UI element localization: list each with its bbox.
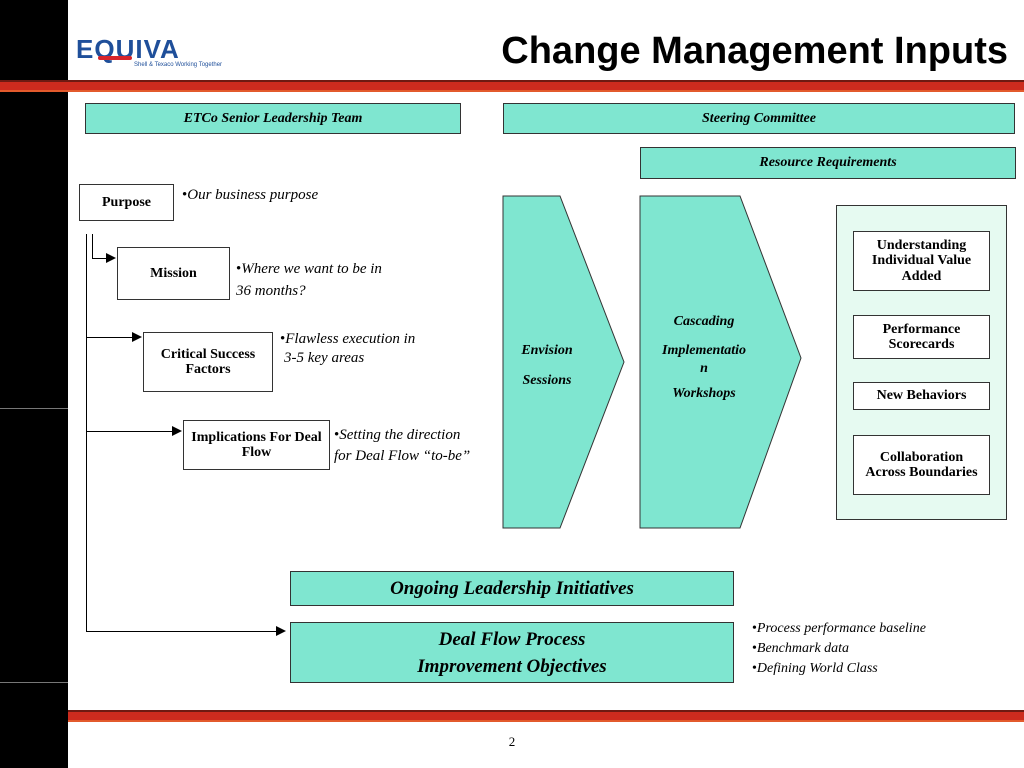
left-sidebar-bar [0,0,68,768]
deal-flow-arrowhead [276,626,286,636]
equiva-logo: EQUIVA Shell & Texaco Working Together [76,34,256,74]
process-chevrons [502,195,802,529]
ongoing-leadership-box: Ongoing Leadership Initiatives [290,571,734,606]
logo-name: EQUIVA [76,34,180,64]
outcome-new-behaviors: New Behaviors [853,382,990,410]
page-number: 2 [508,734,516,749]
mission-connector-vertical [92,234,93,258]
cascading-label: Cascading Implementatio n Workshops [662,314,746,401]
sidebar-divider [0,408,68,409]
cascading-chevron-shape [639,195,802,529]
logo-tagline: Shell & Texaco Working Together [134,62,223,68]
logo-swoosh [98,56,132,60]
steering-committee-box: Steering Committee [503,103,1015,134]
csf-connector [86,337,132,338]
outcome-collaboration: Collaboration Across Boundaries [853,435,990,495]
deal-flow-bullets: •Process performance baseline •Benchmark… [752,619,926,679]
envision-label: Envision Sessions [521,343,573,388]
bullet-item: •Benchmark data [752,641,850,656]
implications-connector [86,431,172,432]
deal-flow-line-2: Improvement Objectives [417,655,607,677]
critical-success-factors-box: Critical Success Factors [143,332,273,392]
bullet-item: •Process performance baseline [752,621,926,636]
sidebar-divider [0,682,68,683]
header-rule [0,80,1024,92]
hierarchy-trunk-line [86,234,87,632]
outcome-performance-scorecards: Performance Scorecards [853,315,990,359]
deal-flow-line-1: Deal Flow Process [438,628,586,650]
implications-deal-flow-box: Implications For Deal Flow [183,420,330,470]
envision-chevron-shape [502,195,625,529]
csf-note: •Flawless execution in 3-5 key areas [280,331,416,366]
page-title: Change Management Inputs [501,30,1008,72]
implications-arrowhead [172,426,182,436]
mission-arrowhead [106,253,116,263]
footer-rule [68,710,1024,722]
deal-flow-objectives-box: Deal Flow Process Improvement Objectives [290,622,734,683]
implications-note: •Setting the direction for Deal Flow “to… [334,427,471,464]
mission-note: •Where we want to be in 36 months? [236,261,382,299]
resource-requirements-box: Resource Requirements [640,147,1016,179]
mission-box: Mission [117,247,230,300]
leadership-team-box: ETCo Senior Leadership Team [85,103,461,134]
deal-flow-connector [86,631,276,632]
bullet-item: •Defining World Class [752,661,878,676]
purpose-box: Purpose [79,184,174,221]
mission-connector-horizontal [92,258,106,259]
csf-arrowhead [132,332,142,342]
outcome-understanding-value: Understanding Individual Value Added [853,231,990,291]
purpose-note: •Our business purpose [182,187,319,203]
